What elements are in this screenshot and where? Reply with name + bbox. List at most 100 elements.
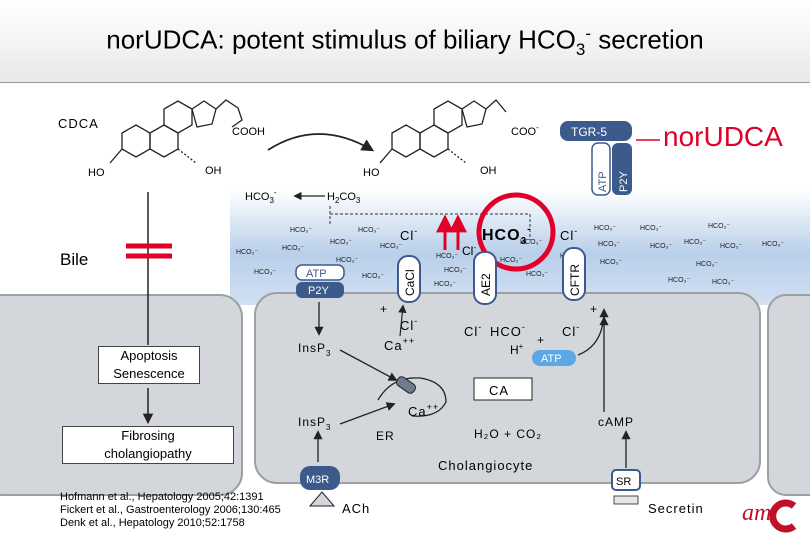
atp-badge bbox=[532, 350, 576, 366]
p2y-label: P2Y bbox=[308, 285, 329, 297]
ca-cell-top: Ca++ bbox=[384, 336, 415, 353]
svg-text:HCO₃⁻: HCO₃⁻ bbox=[762, 241, 784, 248]
tgr5-receptor bbox=[560, 121, 632, 141]
cooh-label: COOH bbox=[232, 126, 265, 138]
amc-logo: am bbox=[742, 498, 802, 534]
fibrosing-line2: cholangiopathy bbox=[104, 446, 192, 461]
h-plus-label: H+ bbox=[510, 342, 524, 357]
oh-label-left: OH bbox=[205, 165, 222, 177]
ach-label: ACh bbox=[342, 501, 370, 516]
carbonic-anhydrase-box bbox=[473, 377, 533, 401]
ach-ligand bbox=[308, 491, 336, 507]
ho-label-left: HO bbox=[88, 167, 105, 179]
ca-to-cacl-arrow bbox=[398, 304, 407, 337]
oh-label-right: OH bbox=[480, 165, 497, 177]
p2y-receptor bbox=[296, 282, 344, 298]
cftr-label: CFTR bbox=[568, 264, 582, 296]
hco3-top-left: HCO3- bbox=[245, 188, 277, 205]
atp-label-lumen: ATP bbox=[306, 268, 327, 280]
insp3-top: InsP3 bbox=[298, 341, 331, 358]
cl-top-mid: Cl- bbox=[462, 243, 476, 258]
svg-text:HCO₃⁻: HCO₃⁻ bbox=[520, 239, 542, 246]
reference-1: Hofmann et al., Hepatology 2005;42:1391 bbox=[60, 491, 264, 503]
secretin-label: Secretin bbox=[648, 501, 704, 516]
ae2-label: AE2 bbox=[479, 273, 493, 296]
svg-text:HCO₃⁻: HCO₃⁻ bbox=[336, 257, 358, 264]
slide-header: norUDCA: potent stimulus of biliary HCO3… bbox=[0, 0, 810, 83]
cl-cell-left: Cl- bbox=[400, 316, 418, 333]
left-cell bbox=[0, 294, 243, 496]
h2co3-label: H2CO3 bbox=[327, 191, 361, 205]
ip3-receptor bbox=[396, 376, 416, 394]
hco3-highlight-circle bbox=[476, 192, 556, 272]
tgr5-label: TGR-5 bbox=[571, 125, 607, 139]
svg-text:HCO₃⁻: HCO₃⁻ bbox=[708, 223, 730, 230]
title-superscript: - bbox=[585, 24, 591, 43]
logo-mark bbox=[769, 499, 797, 533]
apoptosis-box: Apoptosis Senescence bbox=[98, 346, 200, 384]
plus-left: + bbox=[380, 302, 387, 316]
atp-tag-lumen bbox=[295, 264, 345, 281]
secretin-ligand bbox=[613, 495, 639, 505]
insp3-bottom: InsP3 bbox=[298, 415, 331, 432]
svg-text:HCO₃⁻: HCO₃⁻ bbox=[696, 261, 718, 268]
m3r-receptor bbox=[300, 466, 340, 490]
hco3-secretion-label: HCO3- bbox=[482, 224, 531, 247]
svg-text:HCO₃⁻: HCO₃⁻ bbox=[668, 277, 690, 284]
p2y-label-top: P2Y bbox=[618, 171, 630, 192]
apoptosis-line1: Apoptosis bbox=[120, 348, 178, 363]
plus-right: + bbox=[590, 302, 597, 316]
conversion-arrow bbox=[267, 133, 375, 152]
title-part: secretion bbox=[591, 24, 704, 55]
title-part: UDCA: potent stimulus of biliary HCO bbox=[143, 24, 576, 55]
title-subscript: 3 bbox=[575, 39, 586, 59]
fibrosing-line1: Fibrosing bbox=[121, 428, 175, 443]
norudca-molecule bbox=[379, 99, 507, 164]
cl-cell-right: Cl- bbox=[562, 322, 580, 339]
sr-label: SR bbox=[616, 476, 631, 488]
cftr-channel bbox=[562, 247, 586, 301]
cl-cell-mid: Cl- bbox=[464, 322, 482, 339]
title-part: nor bbox=[106, 24, 144, 55]
ca-label: CA bbox=[489, 383, 509, 398]
norudca-label-part: nor bbox=[663, 121, 704, 152]
svg-text:HCO₃⁻: HCO₃⁻ bbox=[436, 253, 458, 260]
plus-mid: + bbox=[537, 333, 544, 347]
dashed-path bbox=[329, 206, 531, 240]
svg-text:HCO₃⁻: HCO₃⁻ bbox=[236, 249, 258, 256]
references: Hofmann et al., Hepatology 2005;42:1391 … bbox=[60, 491, 281, 530]
svg-text:HCO₃⁻: HCO₃⁻ bbox=[500, 257, 522, 264]
p2y-receptor-top bbox=[612, 143, 632, 195]
svg-text:HCO₃⁻: HCO₃⁻ bbox=[444, 267, 466, 274]
reference-2: Fickert et al., Gastroenterology 2006;13… bbox=[60, 504, 281, 516]
er-organelle bbox=[377, 377, 447, 417]
svg-text:HCO₃⁻: HCO₃⁻ bbox=[358, 227, 380, 234]
ae2-exchanger bbox=[473, 251, 497, 305]
svg-text:HCO₃⁻: HCO₃⁻ bbox=[254, 269, 276, 276]
right-cell bbox=[767, 294, 810, 496]
svg-text:HCO₃⁻: HCO₃⁻ bbox=[380, 243, 402, 250]
ho-label-right: HO bbox=[363, 167, 380, 179]
svg-text:HCO₃⁻: HCO₃⁻ bbox=[434, 281, 456, 288]
coo-label: COO- bbox=[511, 123, 539, 138]
svg-text:HCO₃⁻: HCO₃⁻ bbox=[594, 225, 616, 232]
ca-er: Ca++ bbox=[408, 402, 439, 419]
slide-title: norUDCA: potent stimulus of biliary HCO3… bbox=[0, 24, 810, 60]
cholangiocyte-label: Cholangiocyte bbox=[438, 458, 533, 473]
svg-text:HCO₃⁻: HCO₃⁻ bbox=[600, 259, 622, 266]
fibrosing-box: Fibrosing cholangiopathy bbox=[62, 426, 234, 464]
atp-tag-top bbox=[591, 142, 611, 196]
sr-receptor bbox=[611, 469, 641, 491]
atp-release-arrow bbox=[577, 308, 609, 356]
svg-text:HCO₃⁻: HCO₃⁻ bbox=[526, 271, 548, 278]
cacl-label: CaCl bbox=[403, 269, 417, 296]
camp-label: cAMP bbox=[598, 415, 634, 429]
reference-3: Denk et al., Hepatology 2010;52:1758 bbox=[60, 517, 245, 529]
cdca-label: CDCA bbox=[58, 116, 99, 131]
svg-text:HCO₃⁻: HCO₃⁻ bbox=[650, 243, 672, 250]
water-co2-label: H₂O + CO₂ bbox=[474, 427, 542, 441]
norudca-label: norUDCA bbox=[663, 121, 783, 153]
svg-text:HCO₃⁻: HCO₃⁻ bbox=[282, 245, 304, 252]
hco3-cell: HCO- bbox=[490, 322, 526, 339]
svg-text:HCO₃⁻: HCO₃⁻ bbox=[598, 241, 620, 248]
